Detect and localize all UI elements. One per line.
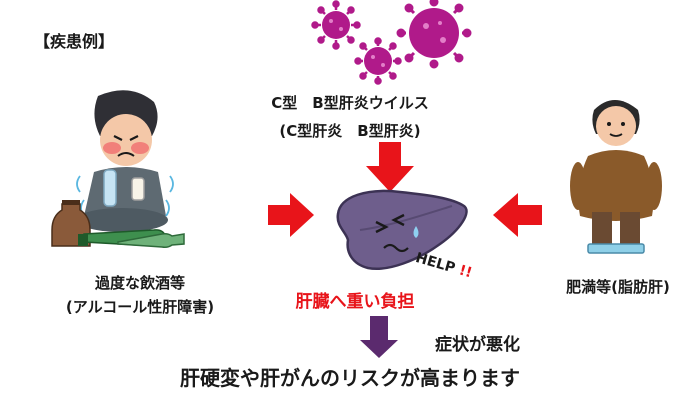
virus-icon-large bbox=[396, 0, 472, 69]
red-arrow-right-icon bbox=[268, 193, 314, 237]
obese-person-illustration bbox=[570, 100, 662, 254]
risk-statement: 肝硬変や肝がんのリスクが高まります bbox=[180, 366, 520, 390]
red-arrow-down-icon bbox=[366, 142, 414, 192]
drunk-person-illustration bbox=[51, 90, 185, 248]
purple-arrow-down-icon bbox=[360, 316, 398, 358]
virus-caption-line1: C型 B型肝炎ウイルス bbox=[271, 94, 429, 112]
virus-icon-small bbox=[311, 0, 361, 50]
obesity-label: 肥満等(脂肪肝) bbox=[566, 278, 670, 296]
virus-icon-medium bbox=[354, 37, 402, 85]
section-heading: 【疾患例】 bbox=[34, 32, 115, 51]
alcohol-label-line1: 過度な飲酒等 bbox=[94, 274, 185, 292]
liver-icon bbox=[336, 189, 468, 271]
alcohol-label-line2: (アルコール性肝障害) bbox=[65, 298, 215, 316]
virus-caption-line2: (C型肝炎 B型肝炎) bbox=[279, 122, 421, 140]
red-arrow-left-icon bbox=[493, 193, 542, 237]
liver-burden-label: 肝臓へ重い負担 bbox=[295, 292, 415, 312]
symptom-worsen-label: 症状が悪化 bbox=[435, 335, 520, 355]
